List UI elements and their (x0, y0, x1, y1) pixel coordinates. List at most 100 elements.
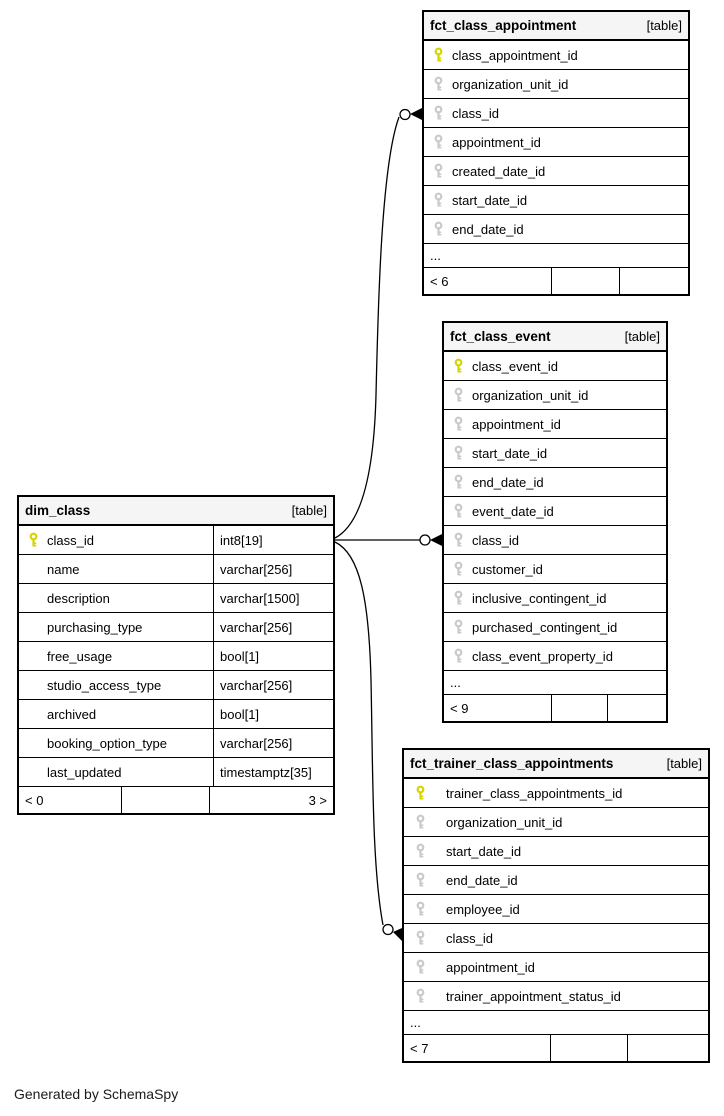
foreign-key-icon (415, 959, 426, 975)
foreign-key-icon (433, 221, 444, 237)
footer-cell: < 7 (404, 1035, 551, 1061)
foreign-key-icon (453, 416, 464, 432)
ellipsis-text: ... (410, 1015, 421, 1030)
column-name: end_date_id (446, 872, 518, 888)
foreign-key-icon (433, 192, 444, 208)
column-row: trainer_appointment_status_id (404, 982, 708, 1011)
column-row: class_id (444, 526, 666, 555)
table-header[interactable]: fct_class_event [table] (444, 323, 666, 352)
column-row: last_updated timestamptz[35] (19, 758, 333, 787)
column-row: organization_unit_id (404, 808, 708, 837)
column-type-cell: varchar[1500] (214, 584, 333, 612)
column-row: end_date_id (444, 468, 666, 497)
foreign-key-icon (453, 474, 464, 490)
footer-cell: < 6 (424, 268, 552, 294)
foreign-key-icon (415, 872, 426, 888)
column-type-cell: varchar[256] (214, 671, 333, 699)
column-name: last_updated (47, 764, 122, 780)
column-row: class_event_id (444, 352, 666, 381)
column-row: class_appointment_id (424, 41, 688, 70)
column-row: start_date_id (404, 837, 708, 866)
primary-key-icon (453, 358, 464, 374)
ellipsis-row: ... (424, 244, 688, 268)
table-dim_class[interactable]: dim_class [table] class_id int8[19] name va… (17, 495, 335, 815)
column-name: class_id (472, 532, 519, 548)
table-fct_class_appointment[interactable]: fct_class_appointment [table] class_appo… (422, 10, 690, 296)
column-type-cell: bool[1] (214, 700, 333, 728)
column-name-cell: studio_access_type (19, 671, 214, 699)
column-type: varchar[256] (220, 677, 293, 693)
footer-cell (628, 1035, 708, 1061)
column-row: class_id int8[19] (19, 526, 333, 555)
foreign-key-icon (453, 445, 464, 461)
column-name-cell: last_updated (19, 758, 214, 786)
crowfoot-arrowhead-icon (410, 108, 422, 120)
column-name: start_date_id (452, 192, 528, 208)
foreign-key-icon (415, 988, 426, 1004)
column-name: class_event_id (472, 358, 558, 374)
open-circle-marker (399, 108, 411, 121)
table-type-badge: [table] (624, 329, 660, 344)
column-name-cell: description (19, 584, 214, 612)
relationship-line (334, 541, 384, 926)
column-name: free_usage (47, 648, 113, 664)
column-name: inclusive_contingent_id (472, 590, 607, 606)
footer-row: < 6 (424, 268, 688, 294)
foreign-key-icon (453, 561, 464, 577)
column-name: name (47, 561, 80, 577)
footer-row: < 7 (404, 1035, 708, 1061)
primary-key-icon (415, 785, 426, 801)
table-header[interactable]: dim_class [table] (19, 497, 333, 526)
column-name: booking_option_type (47, 735, 167, 751)
primary-key-icon (433, 47, 444, 63)
ellipsis-row: ... (404, 1011, 708, 1035)
column-name: description (47, 590, 110, 606)
column-row: appointment_id (424, 128, 688, 157)
table-header[interactable]: fct_class_appointment [table] (424, 12, 688, 41)
table-rows: class_appointment_id organization_unit_id… (424, 41, 688, 294)
foreign-key-icon (433, 163, 444, 179)
table-rows: trainer_class_appointments_id organizatio… (404, 779, 708, 1061)
column-row: created_date_id (424, 157, 688, 186)
column-name: trainer_class_appointments_id (446, 785, 623, 801)
foreign-key-icon (433, 105, 444, 121)
column-row: name varchar[256] (19, 555, 333, 584)
column-name: start_date_id (472, 445, 548, 461)
column-row: appointment_id (404, 953, 708, 982)
crowfoot-arrowhead-icon (430, 534, 442, 546)
column-name: organization_unit_id (446, 814, 563, 830)
column-name: class_id (446, 930, 493, 946)
column-type: bool[1] (220, 706, 260, 722)
column-name: organization_unit_id (472, 387, 589, 403)
column-row: appointment_id (444, 410, 666, 439)
foreign-key-icon (433, 76, 444, 92)
column-name-cell: class_id (19, 526, 214, 554)
column-row: employee_id (404, 895, 708, 924)
column-type-cell: bool[1] (214, 642, 333, 670)
column-type: timestamptz[35] (220, 764, 312, 780)
foreign-key-icon (415, 930, 426, 946)
open-circle-marker (382, 923, 394, 936)
table-name: dim_class (25, 502, 91, 518)
column-type: int8[19] (220, 532, 263, 548)
relationship-line (334, 116, 400, 539)
footer-cell (552, 695, 608, 721)
column-row: start_date_id (444, 439, 666, 468)
column-name: appointment_id (472, 416, 561, 432)
table-fct_trainer_class_appointments[interactable]: fct_trainer_class_appointments [table] t… (402, 748, 710, 1063)
table-header[interactable]: fct_trainer_class_appointments [table] (404, 750, 708, 779)
column-name: class_appointment_id (452, 47, 578, 63)
column-type-cell: varchar[256] (214, 613, 333, 641)
column-row: studio_access_type varchar[256] (19, 671, 333, 700)
footer-cell: < 9 (444, 695, 552, 721)
column-name: class_id (47, 532, 94, 548)
column-row: organization_unit_id (424, 70, 688, 99)
column-type: varchar[256] (220, 561, 293, 577)
table-type-badge: [table] (646, 18, 682, 33)
footer-cell (551, 1035, 628, 1061)
